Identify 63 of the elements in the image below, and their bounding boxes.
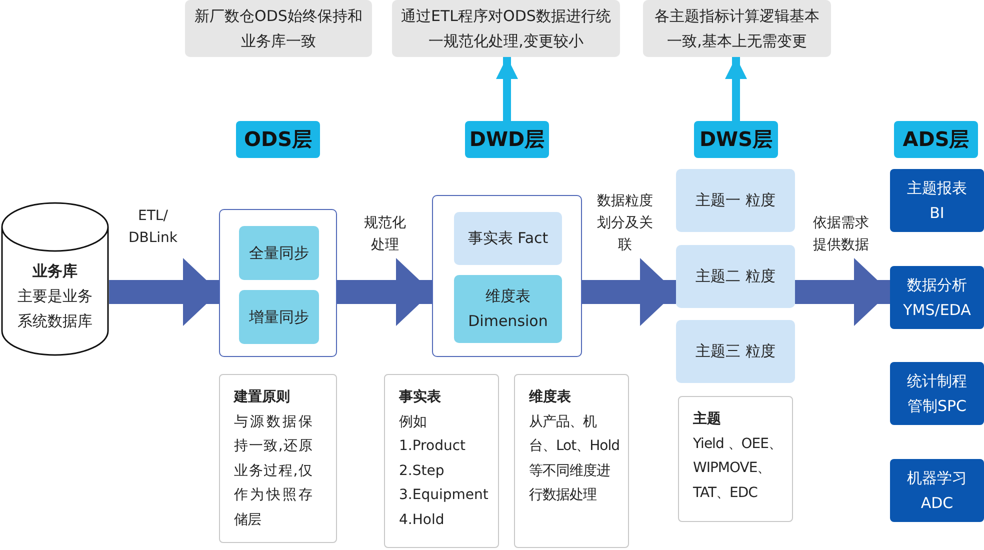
note-card (514, 374, 629, 548)
note-text: 通过ETL程序对ODS数据进行统一规范化处理,变更较小 (400, 6, 612, 52)
card-text: Yield 、OEE、WIPMOVE、TAT、EDC (693, 434, 783, 502)
layer-badge (465, 121, 549, 158)
application-box (890, 266, 984, 329)
card-heading: 主题 (693, 410, 721, 429)
layer-title: DWD层 (469, 127, 545, 152)
process-box (454, 212, 562, 265)
layer-title: ADS层 (902, 127, 970, 152)
process-box (239, 290, 319, 344)
box-text: 机器学习 ADC (906, 468, 968, 514)
box-text: 维度表 Dimension (467, 286, 549, 332)
card-heading: 建置原则 (234, 388, 290, 407)
note-card (384, 374, 499, 548)
layer-badge (894, 121, 978, 158)
note-box (185, 0, 372, 57)
box-text: 全量同步 (249, 242, 309, 264)
note-box (643, 0, 831, 57)
card-text: 2.Step (399, 462, 444, 480)
block-arrow (109, 258, 219, 326)
process-box (676, 169, 795, 232)
box-text: 统计制程管制SPC (906, 370, 968, 416)
box-text: 增量同步 (249, 306, 309, 328)
box-text: 主题报表 BI (906, 178, 968, 224)
arrow (496, 57, 518, 121)
card-text: 例如 (399, 412, 427, 432)
group-frame (432, 195, 582, 357)
note-box (392, 0, 620, 57)
card-text: 与源数据保持一致,还原业务过程,仅作为快照存储层 (234, 412, 312, 530)
layer-badge (694, 121, 778, 158)
card-text: 1.Product (399, 437, 466, 456)
card-heading: 维度表 (529, 388, 571, 407)
box-text: 主题二 粒度 (696, 266, 776, 287)
card-heading: 业务库 (32, 260, 78, 282)
note-card (678, 396, 793, 522)
box-text: 事实表 Fact (468, 228, 548, 249)
process-box (454, 275, 562, 343)
database-cylinder (1, 202, 109, 356)
card-text: 4.Hold (399, 510, 444, 530)
layer-title: ODS层 (244, 127, 312, 152)
box-text: 数据分析 YMS/EDA (902, 274, 972, 320)
application-box (890, 362, 984, 425)
layer-title: DWS层 (699, 127, 773, 152)
block-arrow (337, 258, 432, 326)
process-box (239, 226, 319, 280)
group-frame (219, 209, 337, 357)
application-box (890, 459, 984, 522)
note-text: 各主题指标计算逻辑基本一致,基本上无需变更 (654, 6, 820, 52)
process-box (676, 245, 795, 308)
box-text: 主题一 粒度 (696, 190, 776, 211)
card-text: 3.Equipment (399, 486, 488, 505)
application-box (890, 169, 984, 232)
note-text: 新厂数仓ODS始终保持和业务库一致 (194, 6, 364, 52)
block-arrow (582, 258, 676, 326)
box-text: 主题三 粒度 (696, 341, 776, 362)
arrow (725, 57, 747, 121)
card-heading: 事实表 (399, 388, 441, 407)
card-text: 从产品、机台、Lot、Hold等不同维度进行数据处理 (529, 412, 620, 505)
process-box (676, 320, 795, 383)
layer-badge (236, 121, 320, 158)
database-text: 主要是业务系统数据库 (16, 286, 94, 332)
note-card (219, 374, 337, 543)
block-arrow (795, 258, 890, 326)
